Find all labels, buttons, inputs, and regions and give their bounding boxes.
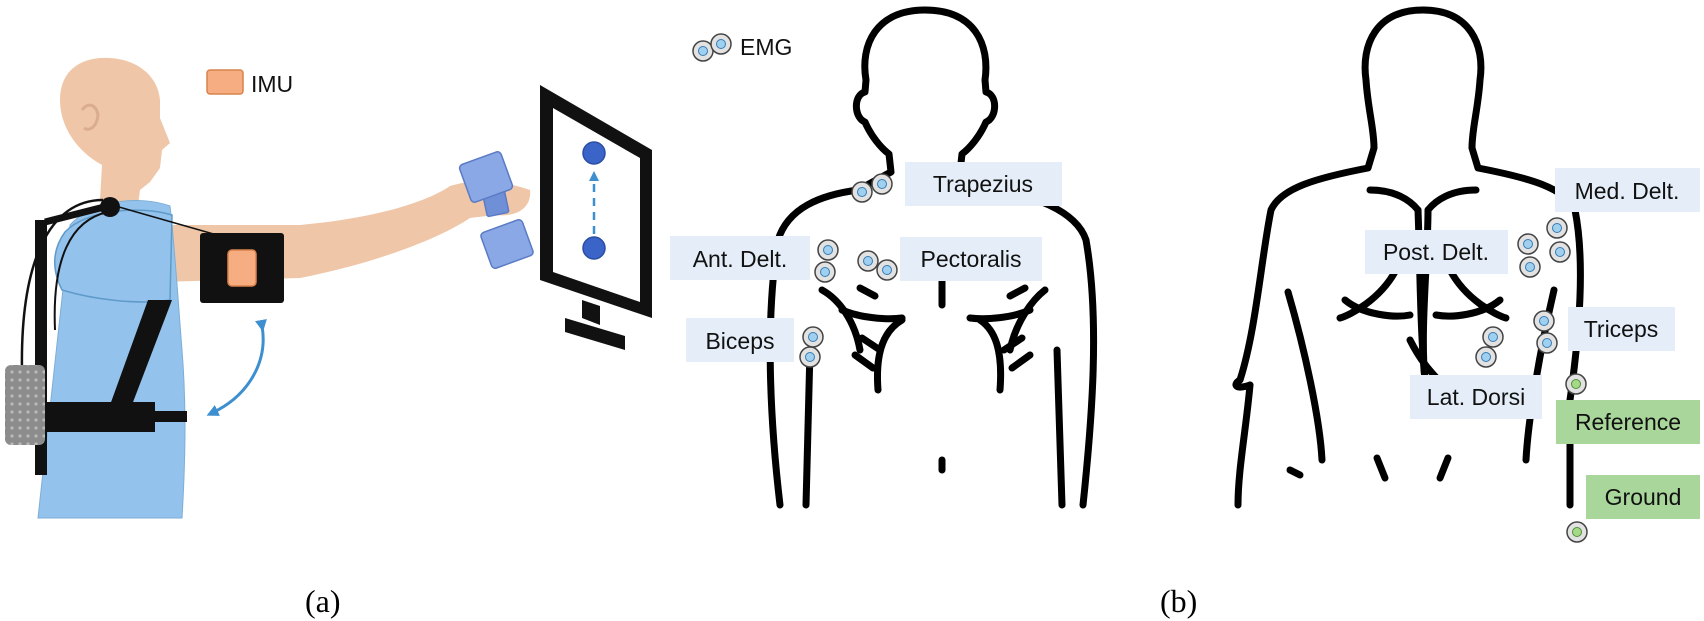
- electrode-icon: [1533, 310, 1555, 332]
- label-pectoralis: Pectoralis: [900, 237, 1042, 281]
- svg-text:Post. Delt.: Post. Delt.: [1383, 239, 1489, 265]
- electrode-icon: [1549, 241, 1571, 263]
- electrode-icon: [857, 250, 879, 272]
- electrode-icon: [1546, 217, 1568, 239]
- svg-text:Med. Delt.: Med. Delt.: [1575, 178, 1680, 204]
- front-electrodes: [799, 173, 898, 368]
- svg-text:Trapezius: Trapezius: [933, 171, 1033, 197]
- label-ant-delt: Ant. Delt.: [670, 236, 810, 280]
- label-reference: Reference: [1556, 400, 1700, 444]
- electrode-icon: [799, 346, 821, 368]
- shoulder-exoskeleton: [5, 197, 246, 475]
- label-trapezius: Trapezius: [905, 162, 1062, 206]
- electrode-icon: [817, 239, 839, 261]
- monitor-icon: [540, 85, 652, 350]
- emg-legend-label: EMG: [740, 34, 792, 60]
- electrode-icon: [871, 173, 893, 195]
- svg-text:Ground: Ground: [1605, 484, 1682, 510]
- imu-legend-label: IMU: [251, 71, 293, 97]
- electrode-icon: [814, 261, 836, 283]
- electrode-icon: [876, 259, 898, 281]
- svg-text:Pectoralis: Pectoralis: [921, 246, 1022, 272]
- imu-sensor-icon: [227, 249, 257, 287]
- electrode-icon: [851, 181, 873, 203]
- label-triceps: Triceps: [1568, 307, 1675, 351]
- imu-armband: [200, 233, 284, 303]
- electrode-icon: [1475, 346, 1497, 368]
- electrode-icon: [692, 33, 732, 62]
- caption-a: (a): [305, 583, 341, 619]
- target-point-bottom: [582, 236, 606, 260]
- person-head: [60, 57, 170, 205]
- back-electrodes: [1475, 217, 1588, 543]
- caption-b: (b): [1160, 583, 1197, 619]
- curved-double-arrow-icon: [206, 319, 267, 416]
- svg-text:Triceps: Triceps: [1584, 316, 1659, 342]
- svg-text:Ant. Delt.: Ant. Delt.: [693, 246, 788, 272]
- panel-a-illustration: IMU: [5, 57, 652, 519]
- svg-text:Biceps: Biceps: [705, 328, 774, 354]
- dumbbell-icon: [458, 151, 534, 270]
- electrode-icon: [1482, 326, 1504, 348]
- imu-legend-swatch: [206, 69, 244, 95]
- electrode-icon: [1536, 332, 1558, 354]
- electrode-icon: [802, 326, 824, 348]
- electrode-icon: [1566, 521, 1588, 543]
- electrode-icon: [1519, 256, 1541, 278]
- label-ground: Ground: [1586, 475, 1700, 519]
- svg-text:Reference: Reference: [1575, 409, 1681, 435]
- label-med-delt: Med. Delt.: [1555, 168, 1700, 212]
- emg-legend: EMG: [692, 33, 792, 62]
- svg-text:Lat. Dorsi: Lat. Dorsi: [1427, 384, 1525, 410]
- electrode-icon: [1565, 373, 1587, 395]
- target-point-top: [582, 141, 606, 165]
- label-post-delt: Post. Delt.: [1365, 230, 1508, 274]
- electrode-icon: [1517, 233, 1539, 255]
- label-lat-dorsi: Lat. Dorsi: [1410, 375, 1542, 419]
- label-biceps: Biceps: [686, 318, 794, 362]
